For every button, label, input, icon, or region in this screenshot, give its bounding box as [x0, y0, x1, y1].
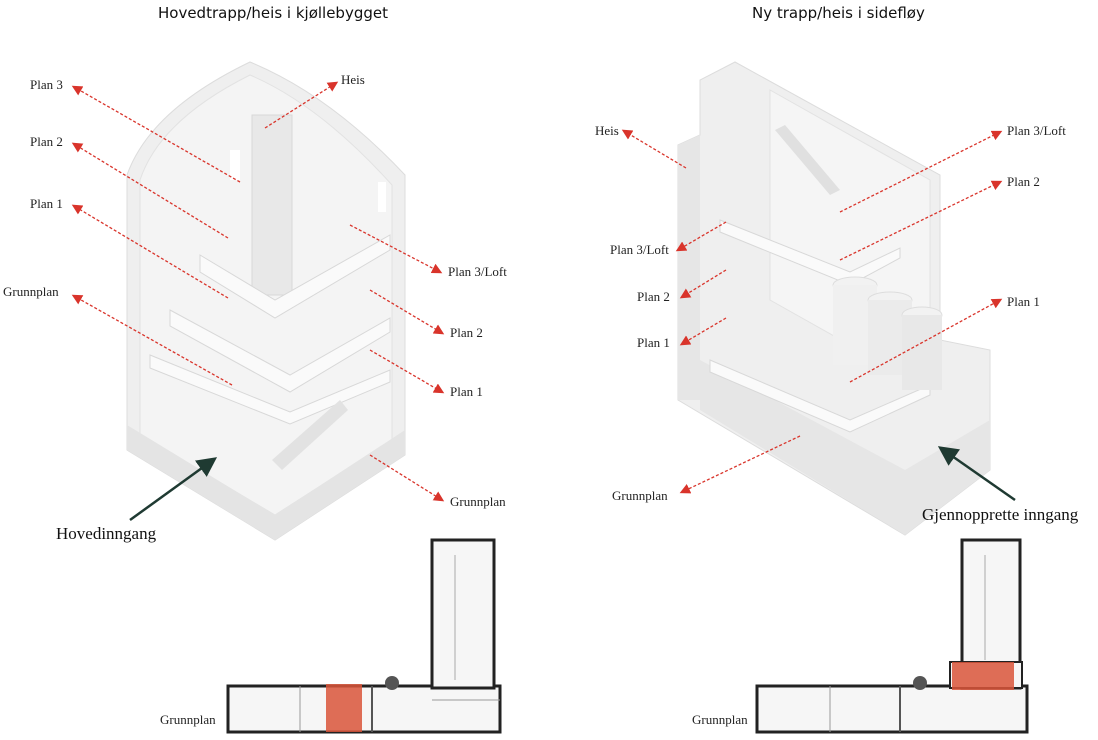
right-highlighted-stair-core — [952, 662, 1014, 690]
label-plan-2: Plan 2 — [30, 134, 63, 149]
label-plan-1: Plan 1 — [30, 196, 63, 211]
left-floor-plan — [226, 538, 502, 734]
label-plan-3: Plan 3 — [30, 77, 63, 92]
label-heis: Heis — [341, 72, 365, 87]
right-title: Ny trapp/heis i sidefløy — [752, 4, 925, 22]
label-heis: Heis — [595, 123, 619, 138]
left-callout-arrows — [71, 81, 445, 502]
label-plan-2-right: Plan 2 — [1007, 174, 1040, 189]
label-plan-2-left: Plan 2 — [637, 289, 670, 304]
label-plan-1-left: Plan 1 — [637, 335, 670, 350]
right-callout-arrows — [621, 129, 1003, 494]
left-title: Hovedtrapp/heis i kjøllebygget — [158, 4, 388, 22]
label-plan-2-right: Plan 2 — [450, 325, 483, 340]
label-grunnplan-right: Grunnplan — [450, 494, 506, 509]
label-plan-1-right: Plan 1 — [450, 384, 483, 399]
main-entrance-arrow — [129, 457, 218, 522]
label-plan-3-loft: Plan 3/Loft — [448, 264, 507, 279]
label-plan-1-right: Plan 1 — [1007, 294, 1040, 309]
label-plan-3-loft-right: Plan 3/Loft — [1007, 123, 1066, 138]
right-floor-plan-label: Grunnplan — [692, 712, 748, 727]
label-grunnplan: Grunnplan — [3, 284, 59, 299]
restore-entrance-label: Gjennopprette inngang — [922, 505, 1079, 524]
left-building-section — [126, 61, 406, 541]
left-highlighted-stair-core — [326, 684, 362, 732]
left-floor-plan-label: Grunnplan — [160, 712, 216, 727]
label-grunnplan: Grunnplan — [612, 488, 668, 503]
restore-entrance-arrow — [937, 446, 1016, 502]
main-entrance-label: Hovedinngang — [56, 524, 157, 543]
right-floor-plan — [755, 538, 1029, 734]
right-building-section — [677, 61, 991, 536]
label-plan-3-loft-left: Plan 3/Loft — [610, 242, 669, 257]
